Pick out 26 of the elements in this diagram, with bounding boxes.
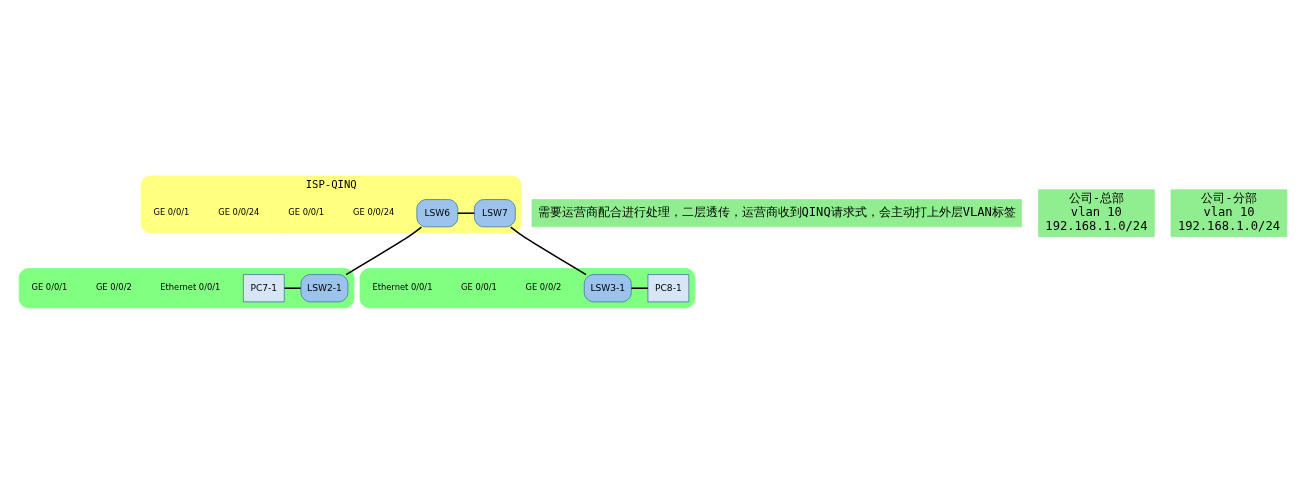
label: Ethernet 0/0/1 xyxy=(160,282,221,293)
node-box: PC8-1 xyxy=(647,274,690,303)
label: GE 0/0/1 xyxy=(31,282,68,293)
node-box: 公司-总部 vlan 10 192.168.1.0/24 xyxy=(1038,189,1155,238)
node-box: LSW7 xyxy=(474,199,516,228)
label: GE 0/0/2 xyxy=(95,282,132,293)
label: GE 0/0/24 xyxy=(353,207,395,218)
cluster xyxy=(18,268,355,309)
node-box: LSW6 xyxy=(416,199,459,228)
label: GE 0/0/1 xyxy=(461,282,497,293)
connector xyxy=(283,287,302,289)
label: Ethernet 0/0/1 xyxy=(372,282,433,293)
label: GE 0/0/24 xyxy=(218,207,260,218)
node-box: 需要运营商配合进行处理，二层透传，运营商收到QINQ请求式，会主动打上外层VLAN标签 xyxy=(531,199,1022,228)
connector xyxy=(457,212,476,214)
cluster xyxy=(359,268,696,309)
connector xyxy=(345,226,423,276)
connector xyxy=(630,287,649,289)
node-box: LSW2-1 xyxy=(300,274,349,303)
label: GE 0/0/1 xyxy=(153,207,190,218)
node-box: LSW3-1 xyxy=(583,274,632,303)
connector xyxy=(510,226,587,276)
node-box: 公司-分部 vlan 10 192.168.1.0/24 xyxy=(1170,189,1288,238)
label: GE 0/0/2 xyxy=(525,282,562,293)
node-box: PC7-1 xyxy=(243,274,285,303)
label: GE 0/0/1 xyxy=(288,207,325,218)
